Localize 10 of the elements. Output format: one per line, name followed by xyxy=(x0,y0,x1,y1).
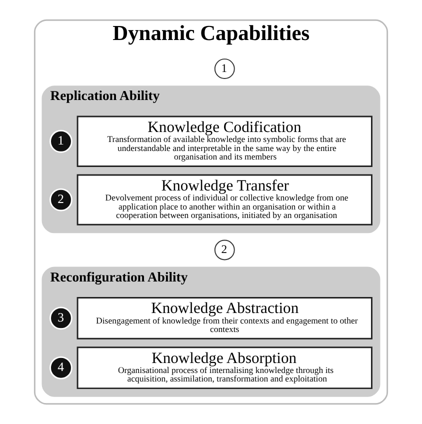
node-box: Knowledge Abstraction Disengagement of knowledge from their contexts and engagement to other contexts xyxy=(76,297,372,340)
node-box: Knowledge Transfer Devolvement process of individual or collective knowledge from one application place to another within an organisation or within a cooperation between organisations, initiated by an organisation xyxy=(76,174,372,226)
node-circle: 2 xyxy=(50,188,72,212)
node-box: Knowledge Absorption Organisational process of internalising knowledge through its acquisition, assimilation, transformation and exploitation xyxy=(76,346,372,390)
node-circle: 2 xyxy=(214,240,235,260)
node-circle: 3 xyxy=(50,306,72,330)
node-circle: 4 xyxy=(50,356,72,380)
node-box: Knowledge Codification Transformation of available knowledge into symbolic forms that are understandable and interpretable in the same way by the entire organisation and its members xyxy=(76,116,372,167)
node-circle: 1 xyxy=(50,130,72,153)
node-circle: 1 xyxy=(214,58,235,80)
